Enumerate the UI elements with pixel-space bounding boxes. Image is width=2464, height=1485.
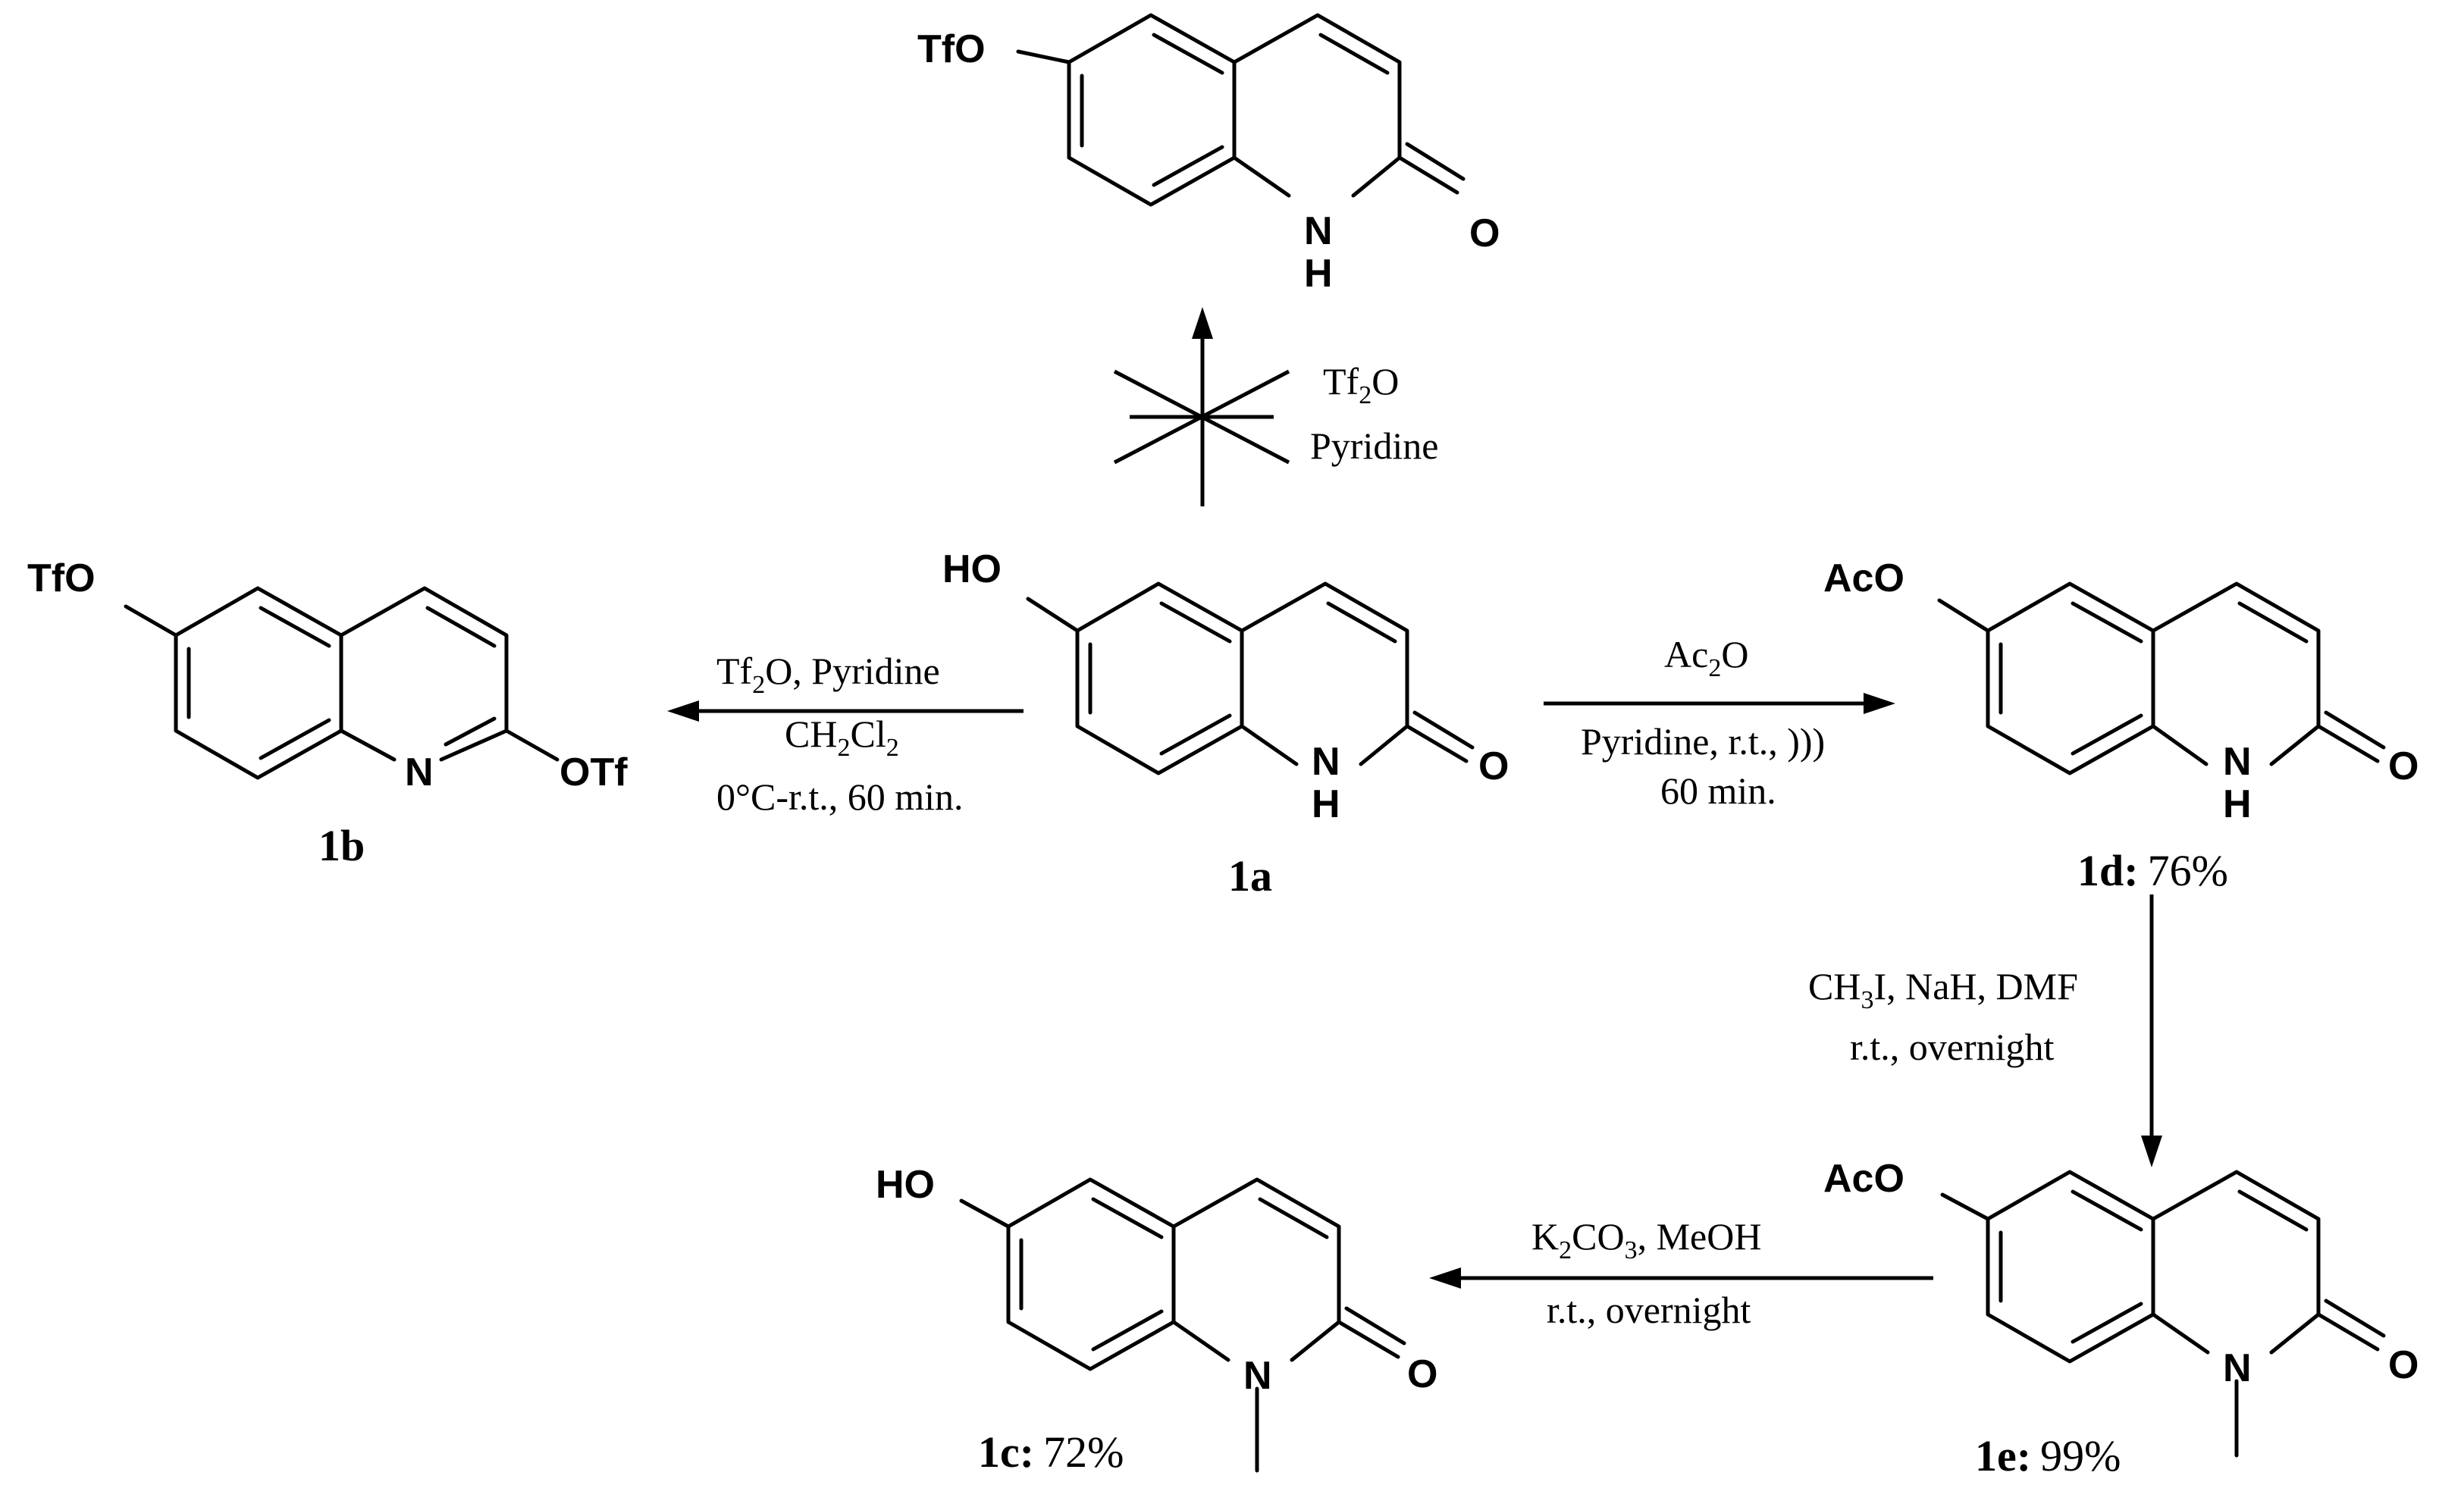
top-oxygen-label: O: [1469, 211, 1500, 255]
1d-oxygen-label: O: [2388, 744, 2419, 788]
arrow-to-top-blocked: Tf2O Pyridine: [1113, 307, 1438, 506]
1b-nitrogen-label: N: [405, 750, 434, 794]
compound-1e: AcO N O 1e:99%: [1823, 1157, 2419, 1480]
1d-substituent-label: AcO: [1823, 556, 1904, 600]
arrow-to-1d: Ac2O Pyridine, r.t., ))) 60 min.: [1544, 633, 1895, 812]
1a-compound-label: 1a: [1228, 851, 1272, 901]
1a-substituent-label: HO: [942, 547, 1002, 591]
top-substituent-label: TfO: [917, 27, 986, 71]
1d-hydrogen-label: H: [2223, 782, 2252, 826]
1e-compound-label: 1e:99%: [1975, 1431, 2121, 1480]
1a-nitrogen-label: N: [1312, 740, 1340, 784]
to-top-reagent-2: Pyridine: [1310, 425, 1438, 467]
to-1c-reagent-1: K2CO3, MeOH: [1531, 1215, 1761, 1264]
1e-substituent-label: AcO: [1823, 1157, 1904, 1201]
to-1d-reagent-2: Pyridine, r.t., ))): [1581, 720, 1825, 763]
top-nitrogen-label: N: [1304, 209, 1333, 253]
1a-oxygen-label: O: [1478, 744, 1509, 788]
to-1b-reagent-1: Tf2O, Pyridine: [716, 650, 940, 699]
1e-nitrogen-label: N: [2223, 1346, 2252, 1390]
arrow-to-1b: Tf2O, Pyridine CH2Cl2 0°C-r.t., 60 min.: [667, 650, 1024, 818]
1e-oxygen-label: O: [2388, 1343, 2419, 1387]
to-top-reagent-1: Tf2O: [1323, 360, 1399, 409]
1c-oxygen-label: O: [1407, 1352, 1437, 1396]
1c-compound-label: 1c:72%: [978, 1427, 1124, 1477]
arrow-to-1e: CH3I, NaH, DMF r.t., overnight: [1808, 894, 2162, 1167]
top-hydrogen-label: H: [1304, 252, 1333, 296]
1c-substituent-label: HO: [876, 1163, 935, 1207]
compound-1d: AcO N H O 1d:76%: [1823, 556, 2419, 895]
to-1d-reagent-3: 60 min.: [1660, 769, 1776, 812]
compound-top: TfO N H O: [917, 13, 1500, 296]
1b-substituent-label: TfO: [27, 556, 96, 600]
to-1d-reagent-1: Ac2O: [1664, 633, 1748, 682]
1b-otf-label: OTf: [560, 750, 628, 794]
to-1b-reagent-2: CH2Cl2: [785, 713, 899, 762]
1d-nitrogen-label: N: [2223, 740, 2252, 784]
to-1b-reagent-3: 0°C-r.t., 60 min.: [716, 775, 964, 818]
compound-1c: HO N O 1c:72%: [876, 1163, 1437, 1477]
1c-nitrogen-label: N: [1243, 1354, 1272, 1398]
to-1c-reagent-2: r.t., overnight: [1547, 1289, 1751, 1331]
1d-compound-label: 1d:76%: [2077, 846, 2228, 895]
to-1e-reagent-2: r.t., overnight: [1850, 1026, 2055, 1068]
compound-1a: HO N H O 1a: [942, 547, 1509, 901]
compound-1b: TfO N OTf 1b: [27, 556, 628, 870]
1b-compound-label: 1b: [318, 821, 365, 870]
arrow-to-1c: K2CO3, MeOH r.t., overnight: [1429, 1215, 1933, 1331]
to-1e-reagent-1: CH3I, NaH, DMF: [1808, 965, 2078, 1014]
1a-hydrogen-label: H: [1312, 782, 1340, 826]
